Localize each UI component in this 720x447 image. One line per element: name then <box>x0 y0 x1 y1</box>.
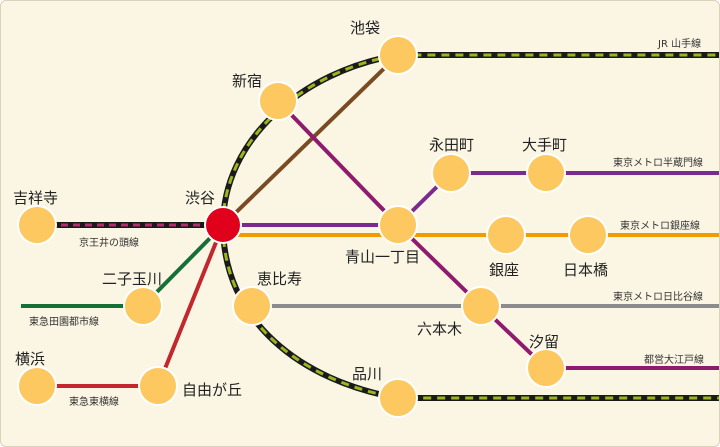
station-jiyugaoka[interactable] <box>138 366 178 406</box>
station-roppongi[interactable] <box>461 286 501 326</box>
station-ikebukuro[interactable] <box>378 35 418 75</box>
label-yokohama: 横浜 <box>15 350 46 368</box>
station-ebisu[interactable] <box>232 286 272 326</box>
line-label-oedo: 都営大江戸線 <box>644 355 704 366</box>
line-label-den-en-toshi: 東急田園都市線 <box>29 317 99 328</box>
line-label-hibiya: 東京メトロ日比谷線 <box>613 292 703 303</box>
station-nagatacho[interactable] <box>431 153 471 193</box>
station-ginza[interactable] <box>486 215 526 255</box>
station-nihonbashi[interactable] <box>568 215 608 255</box>
line-label-jr-yamanote: JR 山手線 <box>658 39 702 50</box>
station-yokohama[interactable] <box>17 366 57 406</box>
line-label-keio-inokashira: 京王井の頭線 <box>79 238 139 249</box>
label-otemachi: 大手町 <box>522 136 568 154</box>
label-jiyugaoka: 自由が丘 <box>182 381 243 399</box>
label-futako-tamagawa: 二子玉川 <box>102 270 163 288</box>
label-shinjuku: 新宿 <box>232 72 263 90</box>
station-shinjuku[interactable] <box>258 81 298 121</box>
label-shinagawa: 品川 <box>352 365 383 383</box>
line-label-toyoko: 東急東横線 <box>69 397 119 408</box>
label-ebisu: 恵比寿 <box>257 270 303 288</box>
station-shinagawa[interactable] <box>378 378 418 418</box>
stations <box>17 35 608 418</box>
label-shibuya: 渋谷 <box>185 189 216 207</box>
station-kichijoji[interactable] <box>17 205 57 245</box>
fukutoshin-line <box>221 53 400 227</box>
station-futako-tamagawa[interactable] <box>123 286 163 326</box>
label-nihonbashi: 日本橋 <box>563 261 609 279</box>
label-shiodome: 汐留 <box>529 333 560 351</box>
label-kichijoji: 吉祥寺 <box>13 189 59 207</box>
line-label-ginza: 東京メトロ銀座線 <box>620 221 700 232</box>
station-aoyama-itchome[interactable] <box>378 205 418 245</box>
station-shiodome[interactable] <box>526 348 566 388</box>
station-shibuya-hub[interactable] <box>204 206 242 244</box>
label-roppongi: 六本木 <box>417 320 463 338</box>
label-ginza: 銀座 <box>489 261 520 279</box>
label-ikebukuro: 池袋 <box>350 19 381 37</box>
label-aoyama-itchome: 青山一丁目 <box>345 248 421 266</box>
line-label-hanzomon: 東京メトロ半蔵門線 <box>613 158 703 169</box>
station-otemachi[interactable] <box>526 153 566 193</box>
label-nagatacho: 永田町 <box>429 136 475 154</box>
